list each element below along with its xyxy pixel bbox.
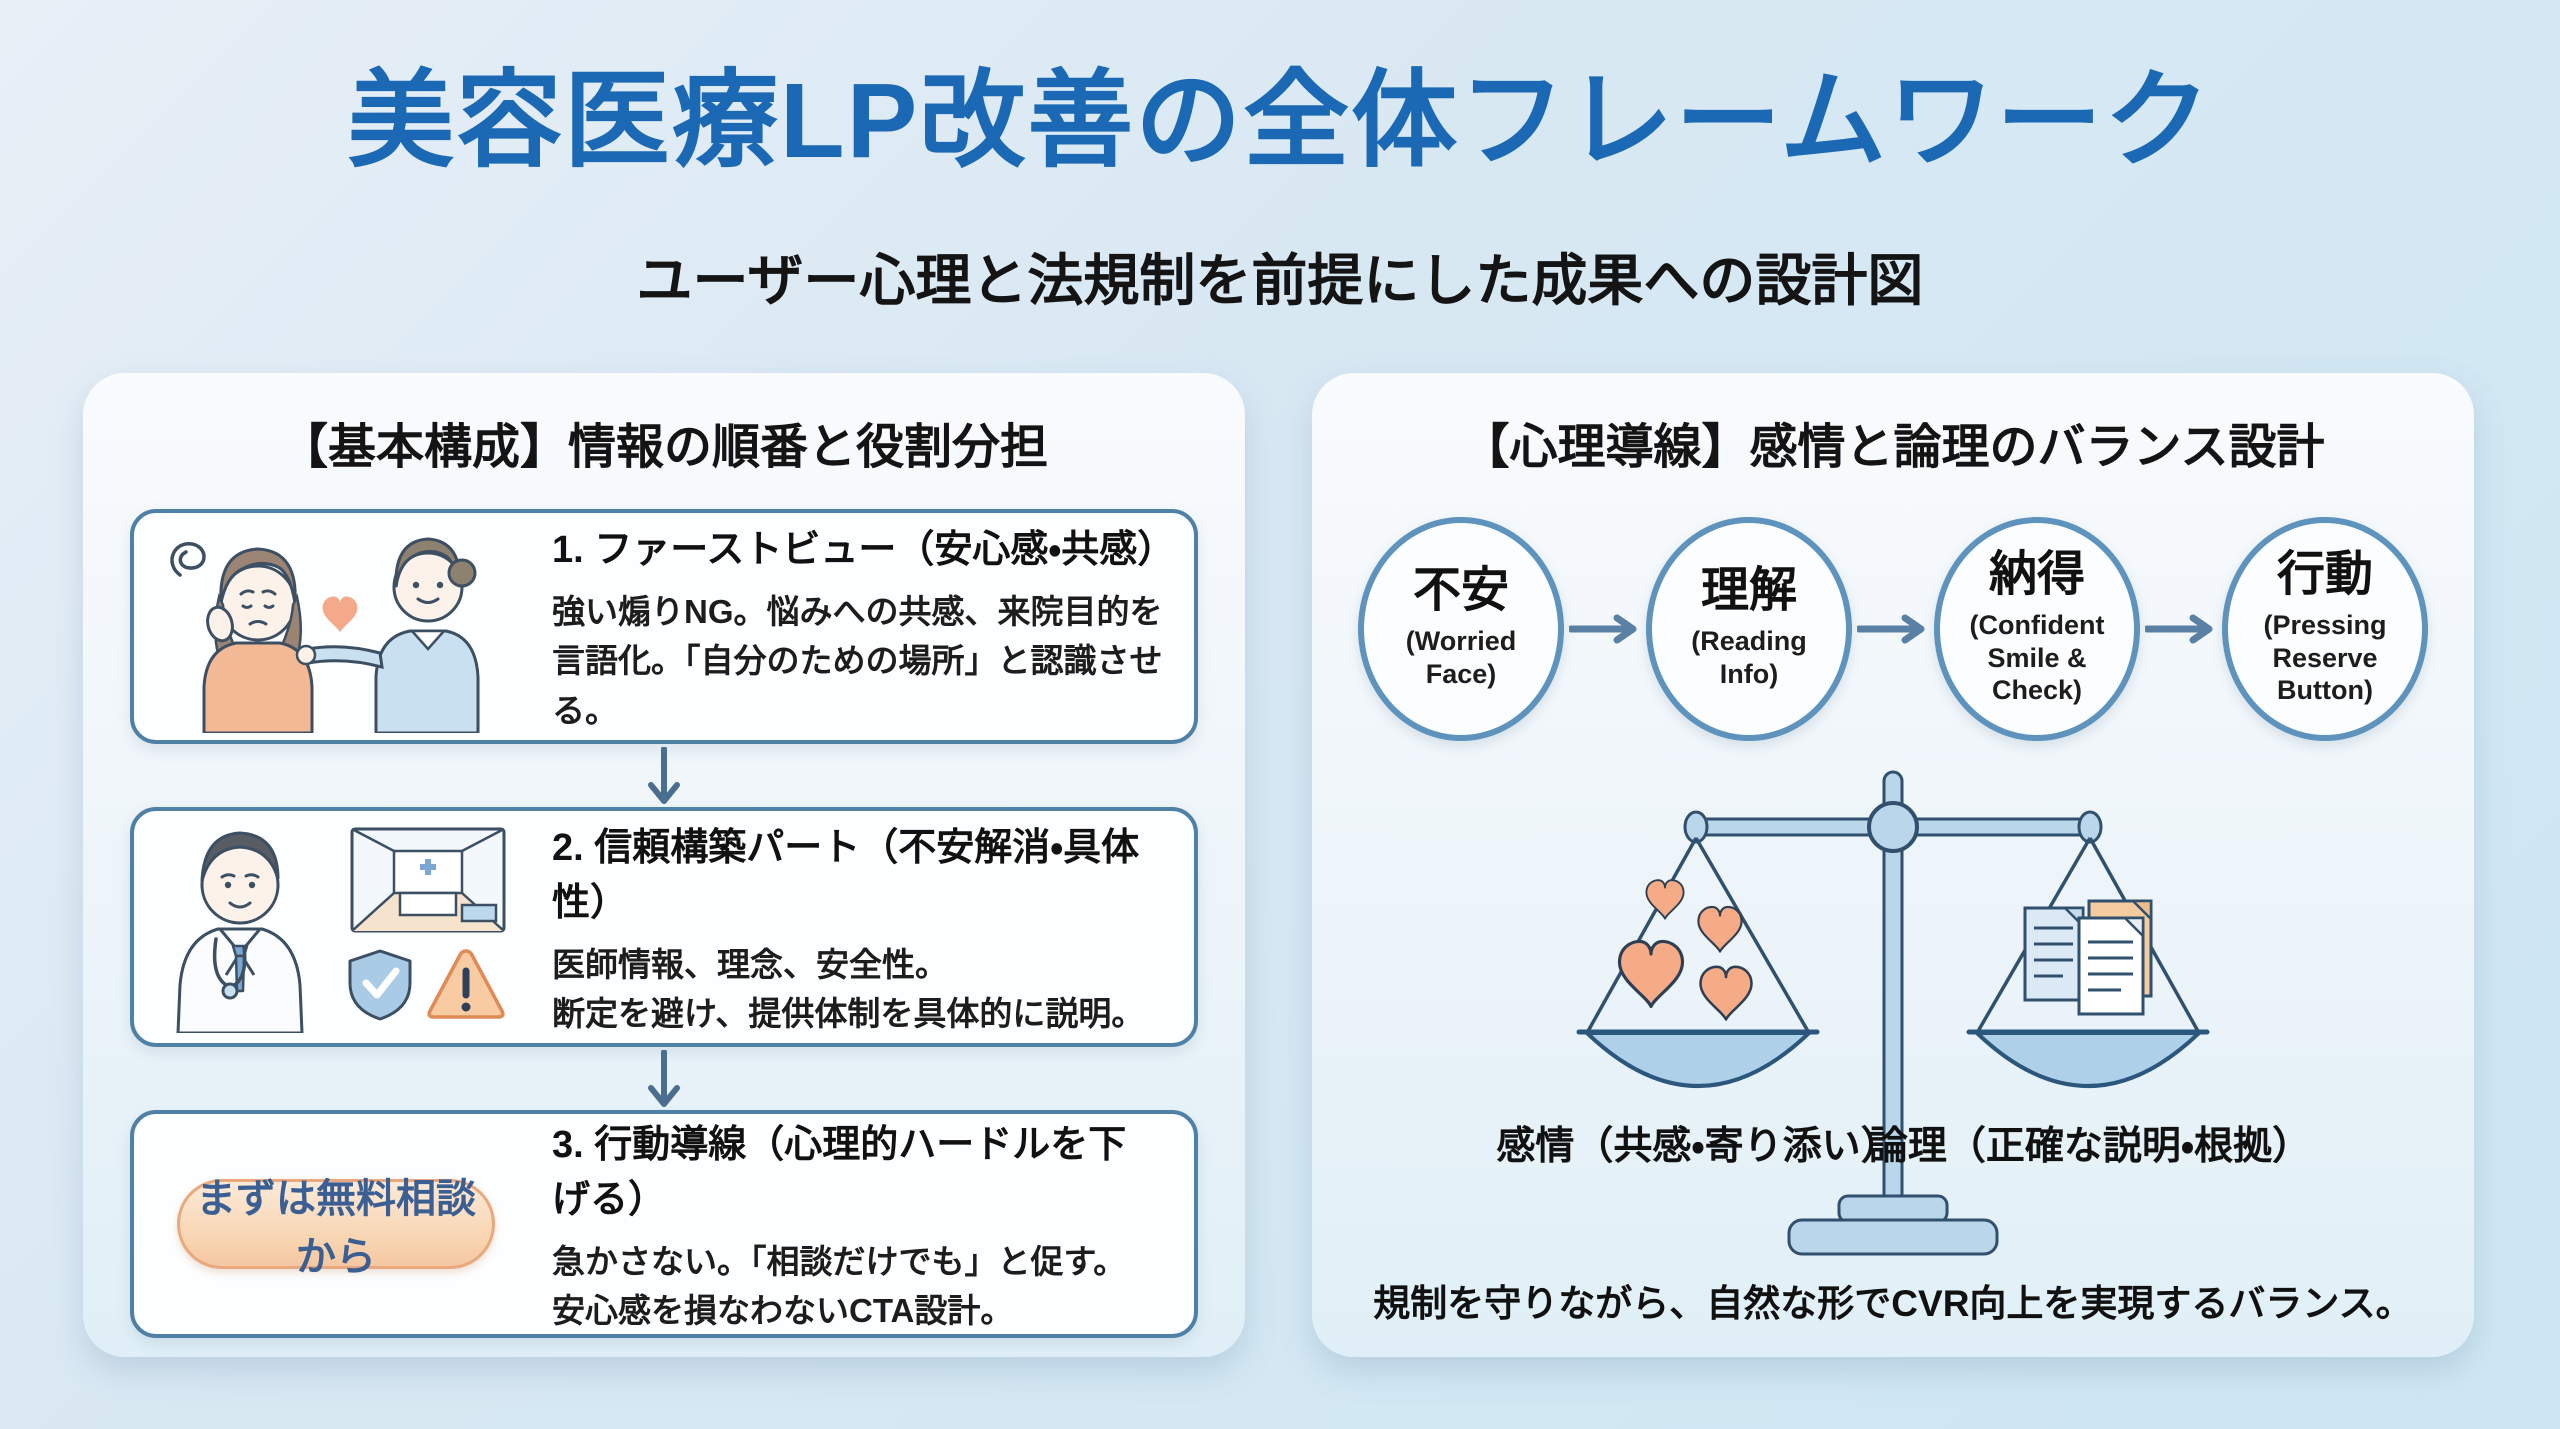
left-panel-heading: 【基本構成】情報の順番と役割分担 (279, 421, 1048, 474)
step-box-action-flow: まずは無料相談から 3. 行動導線（心理的ハードルを下げる） 急かさない。「相談… (130, 1110, 1198, 1338)
step-box-first-view: 1. ファーストビュー（安心感・共感） 強い煽りNG。悩みへの共感、来院目的を言… (130, 509, 1198, 744)
cta-illustration: まずは無料相談から (156, 1177, 516, 1279)
page-subtitle: ユーザー心理と法規制を前提にした成果への設計図 (636, 249, 1924, 312)
balance-note: 規制を守りながら、自然な形でCVR向上を実現するバランス。 (1373, 1283, 2413, 1324)
step-1-body: 強い煽りNG。悩みへの共感、来院目的を言語化。「自分のための場所」と認識させる。 (552, 592, 1163, 729)
flow-circle-action: 行動 (Pressing Reserve Button) (2222, 517, 2428, 741)
step-2-body-line2: 断定を避け、提供体制を具体的に説明。 (552, 995, 1145, 1032)
right-arrow-icon (1857, 614, 1929, 644)
down-arrow-icon (130, 1047, 1198, 1110)
trust-illustration (156, 821, 516, 1033)
flow-circle-ja: 理解 (1700, 564, 1797, 618)
flow-circle-understanding: 理解 (Reading Info) (1646, 517, 1852, 741)
step-2-text: 2. 信頼構築パート（不安解消・具体性） 医師情報、理念、安全性。 断定を避け、… (516, 816, 1164, 1039)
step-3-body-line1: 急かさない。「相談だけでも」と促す。 (552, 1242, 1127, 1280)
basic-structure-panel: 【基本構成】情報の順番と役割分担 (83, 373, 1245, 1357)
flow-circle-anxiety: 不安 (Worried Face) (1358, 517, 1564, 741)
worried-woman-figure (202, 546, 314, 733)
flow-circle-ja: 不安 (1412, 564, 1509, 618)
flow-circle-en: (Confident Smile & Check) (1969, 609, 2105, 706)
right-arrow-icon (1569, 614, 1641, 644)
down-arrow-icon (130, 744, 1198, 807)
step-2-body: 医師情報、理念、安全性。 断定を避け、提供体制を具体的に説明。 (552, 940, 1164, 1039)
balance-scale-svg (1576, 770, 2210, 1256)
step-3-title: 3. 行動導線（心理的ハードルを下げる） (552, 1123, 1127, 1221)
emotion-flow: 不安 (Worried Face) 理解 (Reading Info) (1312, 517, 2474, 741)
psychology-panel: 【心理導線】感情と論理のバランス設計 不安 (Worried Face) 理解 … (1312, 373, 2474, 1357)
flow-circle-conviction: 納得 (Confident Smile & Check) (1934, 517, 2140, 741)
scribble-icon (170, 541, 206, 577)
flow-circle-ja: 納得 (1988, 547, 2085, 601)
flow-circle-en: (Pressing Reserve Button) (2263, 609, 2387, 706)
flow-circle-en: (Worried Face) (1405, 626, 1517, 689)
flow-circle-en: (Reading Info) (1691, 626, 1807, 689)
step-box-trust-building: 2. 信頼構築パート（不安解消・具体性） 医師情報、理念、安全性。 断定を避け、… (130, 807, 1198, 1047)
doctor-clinic-illustration (176, 827, 506, 1033)
flow-circle-ja: 行動 (2276, 547, 2373, 601)
shield-check-icon (348, 949, 412, 1021)
patient-nurse-illustration (170, 536, 480, 733)
warning-triangle-icon (427, 949, 505, 1019)
logic-label: 論理（正確な説明・根拠） (1868, 1125, 2312, 1168)
first-view-illustration (156, 521, 516, 733)
step-flow: 1. ファーストビュー（安心感・共感） 強い煽りNG。悩みへの共感、来院目的を言… (130, 509, 1198, 1338)
right-panel-heading: 【心理導線】感情と論理のバランス設計 (1461, 421, 2325, 474)
right-arrow-icon (2145, 614, 2217, 644)
step-1-text: 1. ファーストビュー（安心感・共感） 強い煽りNG。悩みへの共感、来院目的を言… (516, 518, 1176, 736)
step-2-title: 2. 信頼構築パート（不安解消・具体性） (552, 826, 1140, 924)
nurse-figure (295, 536, 480, 733)
page-title: 美容医療LP改善の全体フレームワーク (347, 62, 2213, 180)
emotion-label: 感情（共感・寄り添い） (1496, 1125, 1900, 1168)
free-consultation-cta-button[interactable]: まずは無料相談から (177, 1177, 495, 1279)
step-3-body: 急かさない。「相談だけでも」と促す。 安心感を損なわないCTA設計。 (552, 1237, 1164, 1336)
doctor-figure (176, 831, 304, 1033)
step-1-title: 1. ファーストビュー（安心感・共感） (552, 528, 1176, 571)
documents-on-pan-icon (2023, 899, 2153, 1016)
step-3-body-line2: 安心感を損なわないCTA設計。 (552, 1292, 1014, 1329)
step-2-body-line1: 医師情報、理念、安全性。 (552, 945, 948, 983)
step-3-text: 3. 行動導線（心理的ハードルを下げる） 急かさない。「相談だけでも」と促す。 … (516, 1113, 1164, 1336)
clinic-room-icon (350, 827, 506, 933)
hearts-on-pan-icon (1617, 879, 1753, 1021)
balance-scale-illustration: 感情（共感・寄り添い） 論理（正確な説明・根拠） (1493, 768, 2311, 1268)
heart-icon (322, 595, 358, 632)
